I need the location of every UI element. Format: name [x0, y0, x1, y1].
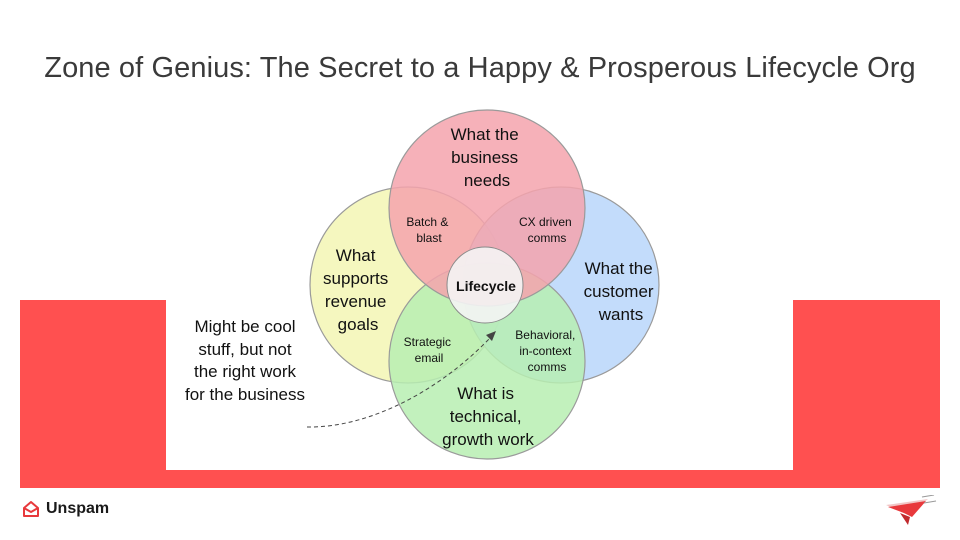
- paper-plane-icon: [886, 495, 937, 525]
- unspam-logo-icon: [23, 501, 39, 517]
- label-batch-blast: Batch & blast: [406, 215, 451, 245]
- label-business: What the business needs: [451, 125, 524, 190]
- brand-name: Unspam: [46, 500, 110, 517]
- brand-logo: Unspam: [22, 500, 109, 518]
- center-lifecycle: [446, 246, 524, 324]
- label-behavioral: Behavioral, in-context comms: [515, 328, 578, 374]
- label-customer: What the customer wants: [584, 259, 659, 324]
- slide-title: Zone of Genius: The Secret to a Happy & …: [44, 52, 916, 84]
- label-revenue: What supports revenue goals: [323, 246, 393, 334]
- red-frame: [20, 300, 940, 488]
- label-lifecycle: Lifecycle: [456, 278, 516, 294]
- arrow-head-icon: [486, 331, 496, 341]
- dashed-arrow: [306, 337, 491, 428]
- label-technical: What is technical, growth work: [442, 384, 534, 449]
- label-strategic-email: Strategic email: [404, 335, 455, 365]
- side-note: Might be cool stuff, but not the right w…: [184, 317, 305, 404]
- label-cx-driven: CX driven comms: [519, 215, 575, 245]
